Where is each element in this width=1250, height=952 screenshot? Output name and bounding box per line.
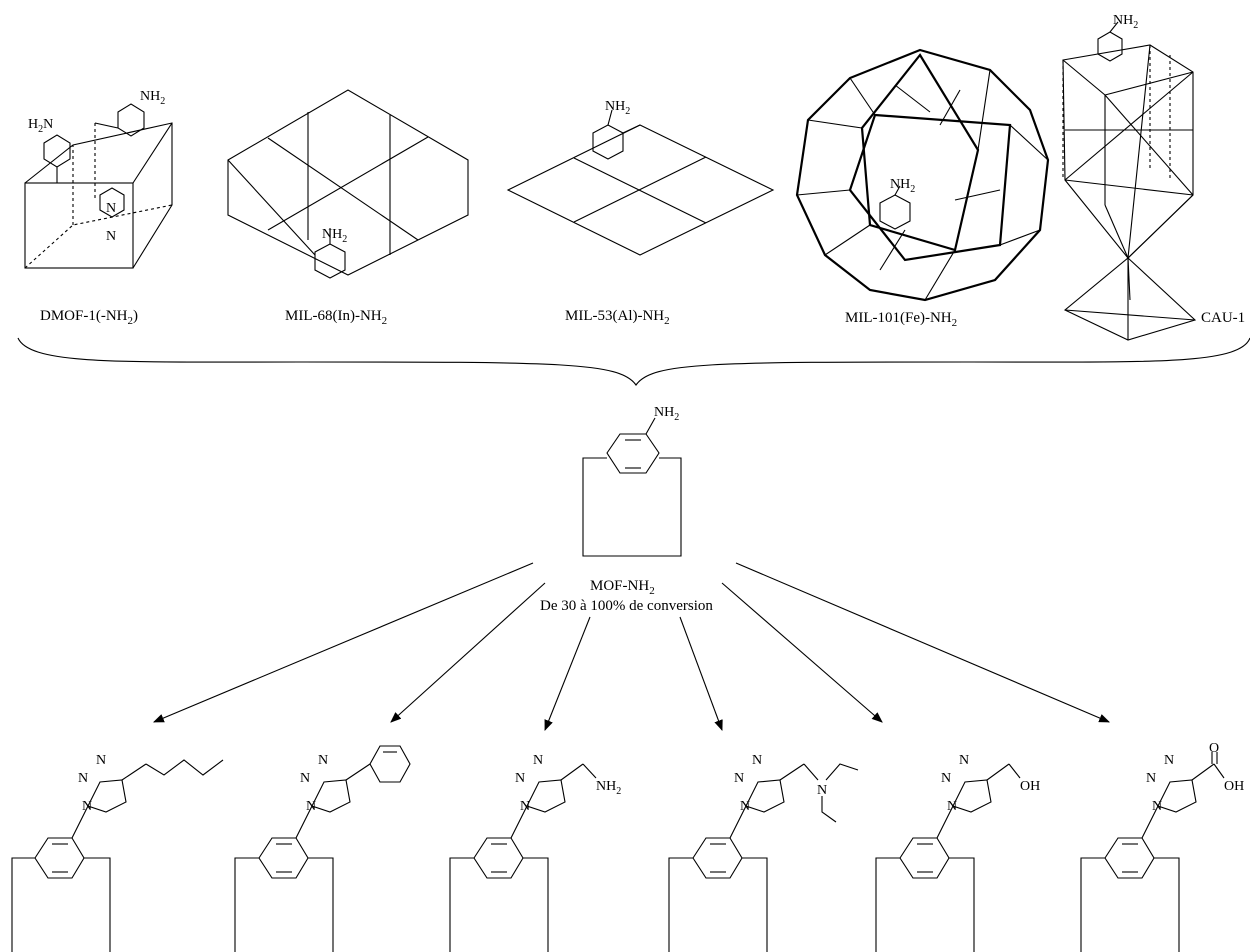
triazole-n-2c: N	[306, 799, 316, 814]
triazole-n-4a: N	[734, 771, 744, 786]
arrow-5	[721, 582, 883, 723]
nh2-label-cau1: NH2	[1113, 13, 1138, 31]
mil-68-structure: NH2	[227, 89, 469, 279]
label-cau-1: CAU-1	[1201, 310, 1245, 326]
n-label-dmof-bottom: N	[106, 229, 116, 244]
triazole-n-6a: N	[1146, 771, 1156, 786]
label-mil-53: MIL-53(Al)-NH2	[565, 308, 670, 327]
label-mof-nh2: MOF-NH2	[590, 578, 655, 597]
triazole-n-1b: N	[96, 753, 106, 768]
triazole-n-3a: N	[515, 771, 525, 786]
h2n-label-dmof: H2N	[28, 117, 53, 135]
oh-label-product5: OH	[1020, 779, 1040, 794]
triazole-n-4c: N	[740, 799, 750, 814]
product-aminomethyl-triazole	[449, 763, 597, 952]
product-butyl-triazole	[11, 759, 224, 952]
nh2-label-mil101: NH2	[890, 177, 915, 195]
triazole-n-5c: N	[947, 799, 957, 814]
arrow-4	[679, 616, 723, 732]
triazole-n-1c: N	[82, 799, 92, 814]
central-mof-unit: NH2	[582, 405, 682, 557]
triazole-n-5b: N	[959, 753, 969, 768]
cau-1-structure: NH2	[1062, 13, 1197, 341]
grouping-brace	[17, 337, 1250, 386]
triazole-n-6b: N	[1164, 753, 1174, 768]
product-phenyl-triazole	[234, 745, 411, 952]
product-carboxy-triazole	[1080, 752, 1225, 952]
amine-n-product4: N	[817, 783, 827, 798]
arrow-6	[735, 562, 1111, 723]
triazole-n-5a: N	[941, 771, 951, 786]
mil-53-structure: NH2	[506, 99, 775, 256]
n-label-dmof-top: N	[106, 201, 116, 216]
arrow-3	[544, 616, 591, 732]
arrow-2	[390, 582, 546, 723]
triazole-n-3c: N	[520, 799, 530, 814]
product-diethylaminomethyl-triazole	[668, 763, 859, 952]
triazole-n-6c: N	[1152, 799, 1162, 814]
label-dmof-1: DMOF-1(-NH2)	[40, 308, 138, 327]
dmof-1-structure: H2N NH2 N N	[24, 89, 173, 269]
triazole-n-1a: N	[78, 771, 88, 786]
triazole-n-3b: N	[533, 753, 543, 768]
nh2-label-central: NH2	[654, 405, 679, 423]
nh2-label-dmof: NH2	[140, 89, 165, 107]
triazole-n-4b: N	[752, 753, 762, 768]
product-hydroxymethyl-triazole	[875, 763, 1021, 952]
o-label-product6: O	[1209, 741, 1219, 756]
label-conversion: De 30 à 100% de conversion	[540, 598, 713, 614]
label-mil-68: MIL-68(In)-NH2	[285, 308, 387, 327]
nh2-label-mil68: NH2	[322, 227, 347, 245]
label-mil-101: MIL-101(Fe)-NH2	[845, 310, 957, 329]
nh2-label-product3: NH2	[596, 779, 621, 797]
nh2-label-mil53: NH2	[605, 99, 630, 117]
triazole-n-2b: N	[318, 753, 328, 768]
mil-101-structure: NH2	[795, 48, 1050, 302]
oh-label-product6: OH	[1224, 779, 1244, 794]
arrow-1	[152, 562, 534, 723]
triazole-n-2a: N	[300, 771, 310, 786]
